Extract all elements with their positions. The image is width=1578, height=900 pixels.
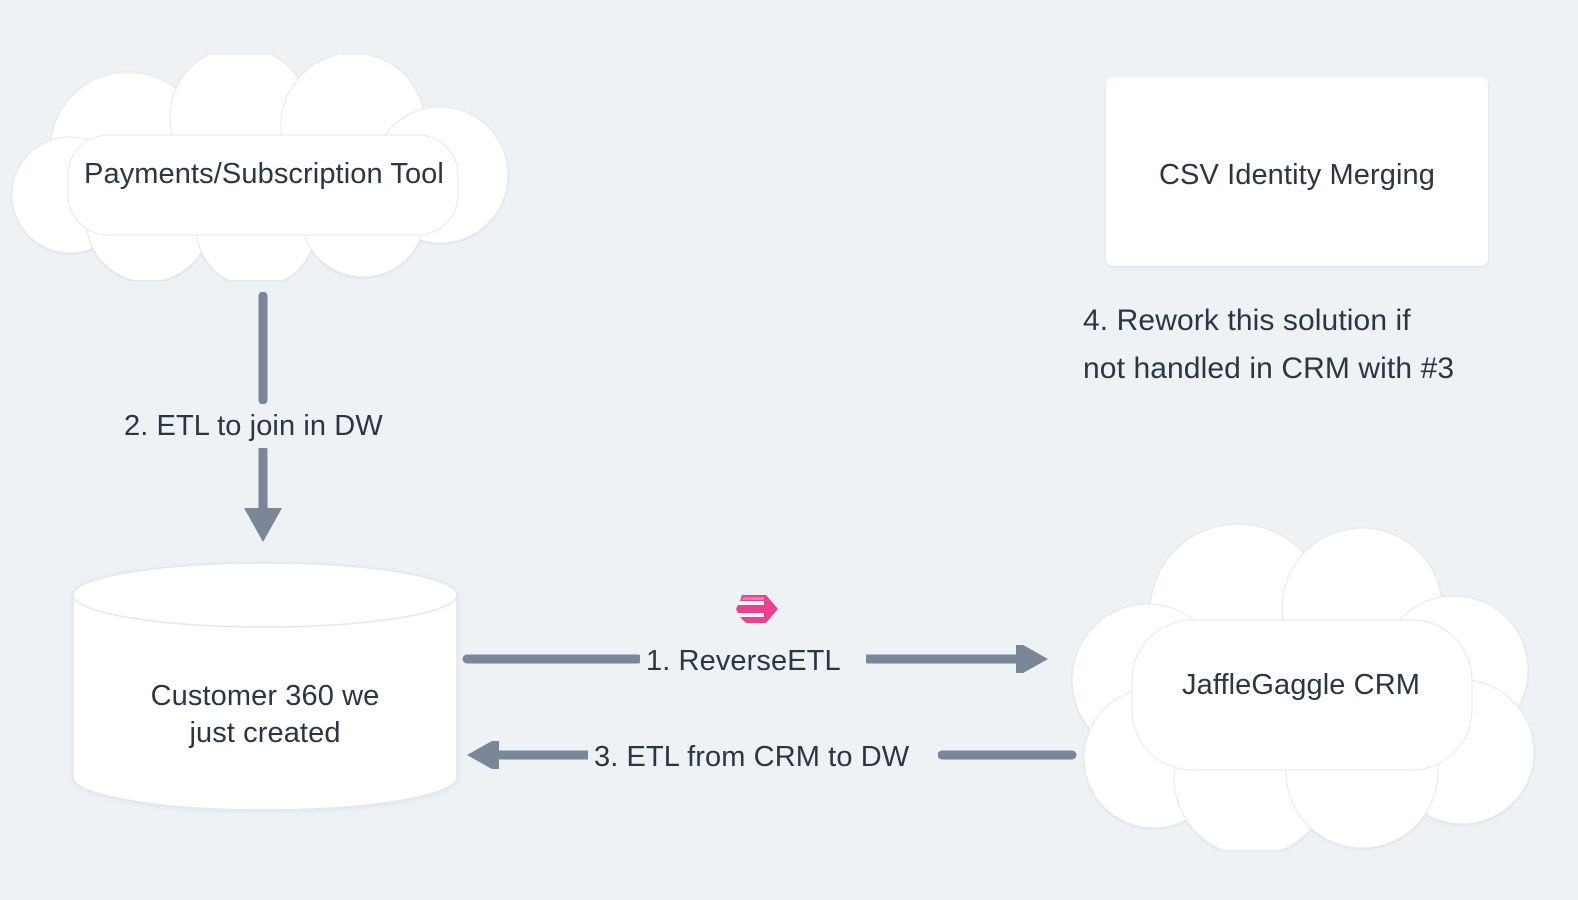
edge-etl-from-crm-left-segment	[467, 741, 602, 769]
node-payments-subscription-tool-label: Payments/Subscription Tool	[84, 158, 444, 190]
node-payments-subscription-tool[interactable]	[8, 46, 520, 288]
node-csv-identity-merging-label: CSV Identity Merging	[1158, 159, 1435, 191]
node-jafflegaggle-crm[interactable]	[1062, 520, 1540, 857]
edge-etl-from-crm-right-segment	[938, 750, 1077, 760]
edge-reverse-etl-left-segment	[462, 654, 642, 664]
edge-etl-join-lower-segment	[244, 446, 282, 542]
edge-etl-join-upper-segment	[258, 292, 268, 404]
node-csv-identity-merging[interactable]	[1106, 77, 1488, 266]
edge-etl-join-label: 2. ETL to join in DW	[114, 404, 393, 449]
edge-reverse-etl-right-segment	[866, 645, 1048, 673]
edge-reverse-etl-label: 1. ReverseETL	[640, 641, 847, 682]
node-customer-360-warehouse-label: Customer 360 we just created	[150, 680, 380, 750]
cylinder-shape	[72, 562, 458, 811]
cloud-shape	[11, 46, 509, 288]
cloud-shape	[1071, 523, 1535, 857]
annotation-rework-note: 4. Rework this solution if not handled i…	[1083, 304, 1455, 385]
hightouch-logo-icon	[736, 589, 782, 629]
node-customer-360-warehouse[interactable]	[70, 562, 460, 811]
edge-etl-from-crm-label: 3. ETL from CRM to DW	[588, 737, 916, 778]
node-jafflegaggle-crm-label: JaffleGaggle CRM	[1181, 669, 1420, 701]
